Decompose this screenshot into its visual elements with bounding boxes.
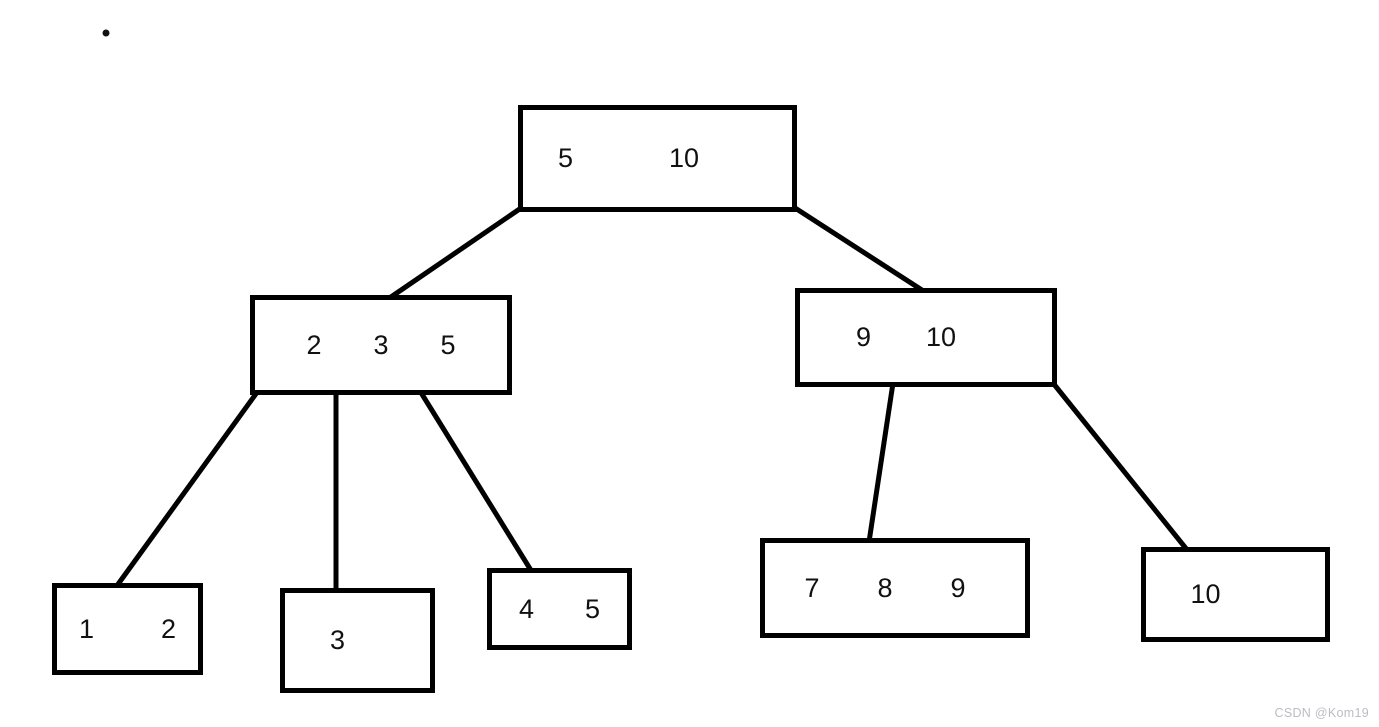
node-key: 9: [855, 322, 871, 352]
node-key: 2: [161, 613, 177, 644]
edge-right-leafd: [866, 382, 896, 543]
edge-left-leafa: [113, 389, 261, 589]
tree-node-leaf-10: 10: [1141, 547, 1330, 642]
node-key: 3: [373, 329, 389, 360]
tree-node-internal-right: 9 10: [795, 288, 1057, 387]
tree-node-internal-left: 2 3 5: [250, 295, 512, 395]
node-key: 10: [1190, 579, 1221, 609]
node-key: 3: [329, 625, 346, 655]
tree-node-leaf-1-2: 1 2: [52, 583, 203, 675]
edge-root-left: [386, 203, 526, 302]
node-key: 4: [518, 593, 534, 624]
tree-node-leaf-7-8-9: 7 8 9: [760, 538, 1030, 638]
node-key: 8: [877, 572, 893, 603]
node-key: 5: [440, 329, 456, 360]
node-key: 7: [804, 572, 820, 603]
edge-root-right: [790, 203, 927, 295]
edge-right-leafe: [1051, 381, 1190, 553]
tree-node-leaf-3: 3: [280, 588, 435, 693]
node-key: 10: [925, 322, 957, 352]
node-key: 9: [950, 572, 966, 603]
node-key: 10: [668, 143, 700, 173]
stray-dot: [102, 29, 110, 37]
node-key: 5: [585, 593, 601, 624]
watermark: CSDN @Kom19: [1274, 706, 1369, 720]
node-key: 5: [557, 143, 573, 173]
tree-node-leaf-4-5: 4 5: [487, 568, 632, 650]
node-key: 2: [306, 329, 322, 360]
tree-node-root: 5 10: [518, 105, 797, 212]
node-key: 1: [78, 613, 94, 644]
edge-left-leafc: [417, 389, 535, 574]
